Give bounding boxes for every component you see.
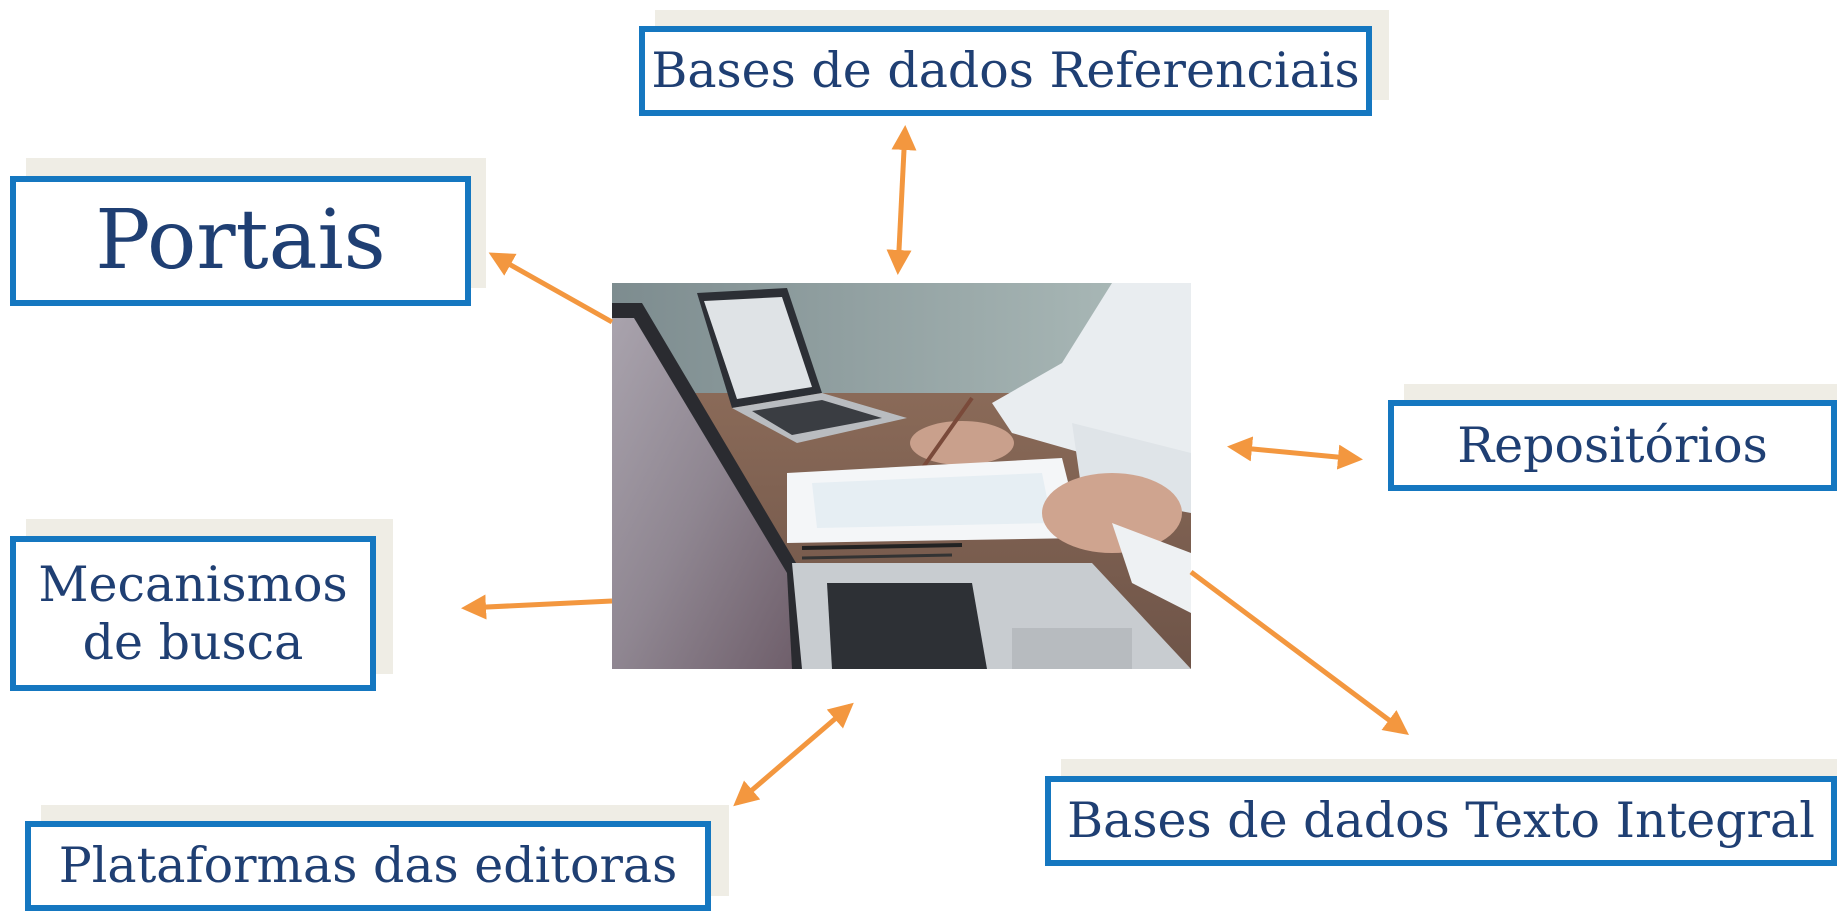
central-photo (612, 283, 1191, 669)
arrow-mecanismos (461, 594, 613, 620)
arrow-plataformas (733, 702, 854, 807)
arrow-repositorios (1227, 436, 1363, 470)
mecanismos-label: Mecanismos de busca (10, 536, 376, 691)
repositorios-label: Repositórios (1388, 400, 1837, 491)
laptops-desk-illustration (612, 283, 1191, 669)
portais-label: Portais (10, 176, 471, 306)
texto-integral-label: Bases de dados Texto Integral (1045, 776, 1837, 866)
arrow-texto-integral (1189, 569, 1410, 735)
arrow-referenciais (886, 125, 917, 275)
arrow-portais (488, 252, 614, 325)
referenciais-label: Bases de dados Referenciais (639, 26, 1372, 116)
plataformas-label: Plataformas das editoras (25, 821, 711, 911)
